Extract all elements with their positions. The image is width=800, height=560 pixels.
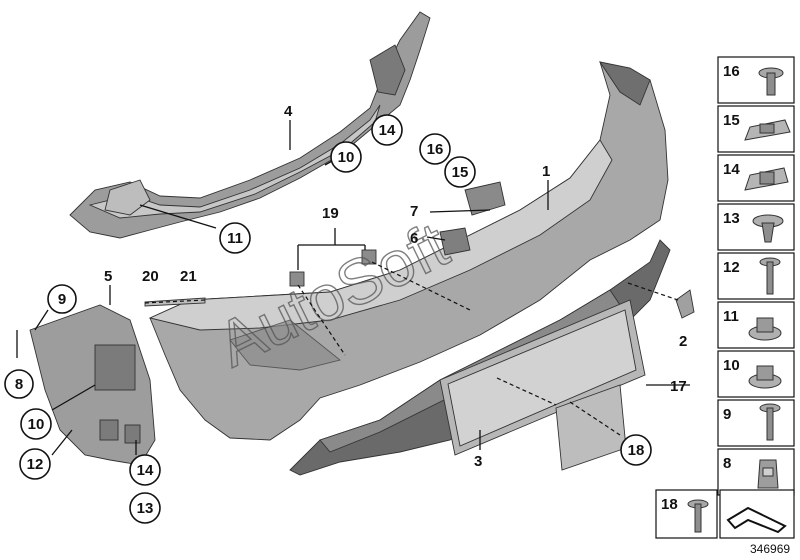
svg-text:18: 18 bbox=[661, 496, 678, 513]
licence-plate-base bbox=[439, 299, 646, 456]
callout-1: 1 bbox=[542, 163, 550, 180]
clip-19-right bbox=[361, 249, 377, 265]
svg-text:14: 14 bbox=[379, 122, 396, 139]
fastener-cell-8: 8 bbox=[717, 448, 795, 496]
svg-text:16: 16 bbox=[427, 141, 444, 158]
small-bracket-7 bbox=[464, 181, 506, 216]
callout-3: 3 bbox=[474, 453, 482, 470]
svg-text:15: 15 bbox=[452, 164, 469, 181]
bolt-icon bbox=[759, 403, 781, 441]
clip-19-left bbox=[289, 271, 305, 287]
fastener-cell-13: 13 bbox=[717, 203, 795, 251]
spring-nut-icon bbox=[744, 167, 789, 191]
callout-20: 20 bbox=[142, 268, 159, 285]
bolt-icon bbox=[758, 67, 784, 96]
callout-16: 16 bbox=[419, 133, 451, 165]
svg-text:13: 13 bbox=[137, 500, 154, 517]
svg-text:14: 14 bbox=[137, 462, 154, 479]
callout-11: 11 bbox=[219, 222, 251, 254]
svg-text:10: 10 bbox=[338, 149, 355, 166]
fastener-table: 16 15 14 13 bbox=[717, 56, 795, 496]
callout-14-bracket: 14 bbox=[129, 454, 161, 486]
fastener-cell-10: 10 bbox=[717, 350, 795, 398]
assembly-arrow-cell bbox=[719, 489, 795, 539]
clip-nut-icon bbox=[744, 119, 791, 141]
diagram-number: 346969 bbox=[750, 542, 790, 556]
fastener-cell-9: 9 bbox=[717, 399, 795, 447]
callout-10-rail: 10 bbox=[330, 141, 362, 173]
callout-21: 21 bbox=[180, 268, 197, 285]
callout-13: 13 bbox=[129, 492, 161, 524]
callout-14-rail: 14 bbox=[371, 114, 403, 146]
hex-nut-icon bbox=[748, 317, 782, 341]
callout-4: 4 bbox=[284, 103, 293, 120]
svg-text:12: 12 bbox=[723, 259, 740, 276]
callout-7: 7 bbox=[410, 203, 418, 220]
bumper-carrier-rail bbox=[69, 11, 431, 239]
callout-12: 12 bbox=[19, 448, 51, 480]
hex-nut-icon bbox=[748, 365, 782, 389]
callout-17: 17 bbox=[670, 378, 687, 395]
bolt-icon bbox=[687, 499, 709, 533]
callout-10-bracket: 10 bbox=[20, 408, 52, 440]
svg-text:11: 11 bbox=[723, 308, 739, 325]
svg-text:11: 11 bbox=[227, 230, 243, 247]
callout-5: 5 bbox=[104, 268, 112, 285]
expanding-rivet-icon bbox=[752, 214, 784, 243]
clip-nut-icon bbox=[757, 459, 779, 489]
svg-text:9: 9 bbox=[723, 406, 731, 423]
svg-text:14: 14 bbox=[723, 161, 740, 178]
callout-9: 9 bbox=[47, 284, 77, 314]
fastener-cell-14: 14 bbox=[717, 154, 795, 202]
callout-18: 18 bbox=[620, 434, 652, 466]
fastener-cell-11: 11 bbox=[717, 301, 795, 349]
side-bracket bbox=[29, 304, 156, 466]
fastener-cell-12: 12 bbox=[717, 252, 795, 300]
rear-bumper-panel bbox=[148, 61, 669, 441]
svg-text:18: 18 bbox=[628, 442, 645, 459]
svg-text:8: 8 bbox=[723, 455, 731, 472]
fastener-cell-15: 15 bbox=[717, 105, 795, 153]
assembly-arrow-icon bbox=[726, 506, 787, 534]
fastener-cell-18: 18 bbox=[655, 489, 718, 539]
callout-19: 19 bbox=[322, 205, 339, 222]
callout-15: 15 bbox=[444, 156, 476, 188]
svg-text:15: 15 bbox=[723, 112, 740, 129]
svg-text:10: 10 bbox=[28, 416, 45, 433]
small-bracket-6 bbox=[439, 227, 471, 256]
dashed-assembly-lines bbox=[144, 261, 679, 436]
svg-text:13: 13 bbox=[723, 210, 740, 227]
svg-text:16: 16 bbox=[723, 63, 740, 80]
callout-8: 8 bbox=[4, 369, 34, 399]
svg-text:9: 9 bbox=[58, 291, 66, 308]
bolt-icon bbox=[759, 257, 781, 295]
svg-text:12: 12 bbox=[27, 456, 44, 473]
svg-text:10: 10 bbox=[723, 357, 740, 374]
callout-2: 2 bbox=[679, 333, 687, 350]
reflector-2 bbox=[675, 289, 695, 319]
fastener-cell-16: 16 bbox=[717, 56, 795, 104]
svg-text:8: 8 bbox=[15, 376, 23, 393]
callout-6: 6 bbox=[410, 230, 418, 247]
